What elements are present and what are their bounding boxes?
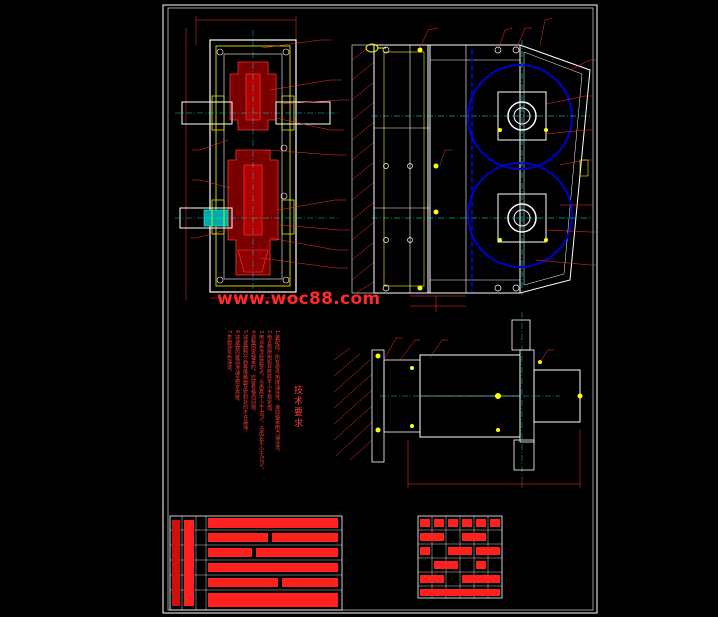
- technical-note-item: 1.装配前，所有零件用煤油清洗，滚动轴承用汽油清洗。: [274, 330, 280, 455]
- technical-note-item: 3.用涂色法检验斑点，沿齿高不小于40%，沿齿长不小于50%。: [258, 330, 264, 472]
- watermark-text: www.woc88.com: [217, 289, 381, 309]
- inner-frame: [167, 7, 594, 611]
- technical-note-item: 6.减速器内装润滑油至规定高度。: [234, 330, 240, 405]
- technical-notes-title: 技术要求: [292, 385, 302, 429]
- gearbox-side-view: [333, 312, 583, 488]
- technical-note-item: 5.减速器剖分面各接触面及密封处均不许漏油。: [242, 330, 248, 435]
- gear-parameter-table: [417, 515, 503, 599]
- gearbox-front-view: [351, 17, 596, 312]
- technical-note-item: 7.表面涂灰色油漆。: [226, 330, 232, 375]
- gearbox-top-view: [175, 16, 350, 300]
- title-block: [169, 515, 343, 611]
- technical-note-item: 2.啮合侧隙用铅丝检验不小于规定值。: [266, 330, 272, 415]
- technical-notes-body: 1.装配前，所有零件用煤油清洗，滚动轴承用汽油清洗。 2.啮合侧隙用铅丝检验不小…: [225, 330, 281, 495]
- technical-note-item: 4.调整固定轴承时，应留有轴向间隙。: [250, 330, 256, 415]
- outer-frame: [162, 4, 598, 614]
